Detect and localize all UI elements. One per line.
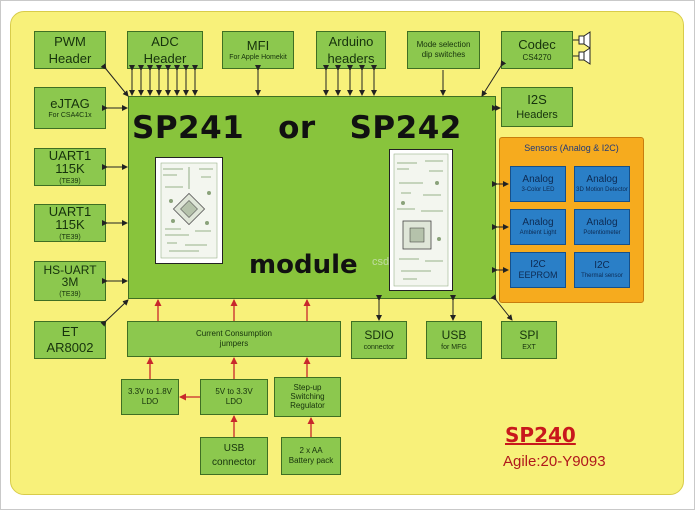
- uart1-title: UART1 115K: [48, 147, 92, 177]
- mfi-block: MFI For Apple Homekit: [222, 31, 294, 69]
- stepup-title: Step-up: [293, 382, 322, 392]
- sdio-sub: connector: [363, 343, 395, 351]
- codec-sub: CS4270: [522, 52, 552, 62]
- pwm-title: PWM: [54, 33, 86, 49]
- sensors-panel: Sensors (Analog & I2C) Analog 3-Color LE…: [499, 137, 644, 303]
- pwm-arrow: [100, 63, 129, 97]
- sensor-label: I2C: [594, 260, 610, 272]
- dip-sub: dip switches: [421, 49, 466, 59]
- i2s-sub: Headers: [516, 108, 558, 121]
- sensor-label: Analog: [522, 217, 554, 229]
- arduino-sub: headers: [327, 50, 375, 66]
- sensor-ambient-light: Analog Ambient Light: [510, 209, 566, 245]
- current-title: Current Consumption: [195, 328, 273, 338]
- module-title: SP241 or SP242: [132, 110, 462, 146]
- board-name: SP240: [505, 423, 576, 447]
- sdio-title: SDIO: [364, 328, 394, 343]
- usb-conn-sub: connector: [212, 456, 256, 468]
- sensor-eeprom: I2C EEPROM: [510, 252, 566, 288]
- arduino-title: Arduino: [328, 33, 374, 49]
- et-arrow: [100, 299, 129, 327]
- speaker-icon: [573, 39, 579, 57]
- usb-mfg-block: USB for MFG: [426, 321, 482, 359]
- codec-arrow: [481, 60, 507, 97]
- speaker-icon: [578, 31, 591, 49]
- sensor-desc: Thermal sensor: [581, 272, 623, 279]
- hsuart-sub: (TE39): [59, 290, 81, 298]
- sensor-potentiometer: Analog Potentiometer: [574, 209, 630, 245]
- sensor-label: Analog: [522, 174, 554, 186]
- module-label: module: [249, 250, 358, 280]
- ejtag-title: eJTAG: [50, 95, 90, 111]
- ejtag-sub: For CSA4C1x: [48, 112, 92, 120]
- adc-sub: Header: [143, 50, 187, 66]
- spi-sub: EXT: [522, 343, 536, 351]
- ldo-1v8-block: 3.3V to 1.8V LDO: [121, 379, 179, 415]
- i2s-headers-block: I2S Headers: [501, 87, 573, 127]
- uart2-title: UART1 115K: [48, 203, 92, 233]
- sensor-3d-motion: Analog 3D Motion Detector: [574, 166, 630, 202]
- battery-title: 2 x AA: [299, 446, 323, 456]
- adc-title: ADC: [151, 33, 179, 49]
- codec-block: Codec CS4270: [501, 31, 573, 69]
- et-sub: AR8002: [46, 340, 94, 355]
- spi-title: SPI: [519, 328, 539, 343]
- step-up-regulator-block: Step-up Switching Regulator: [274, 377, 341, 417]
- sensor-3color-led: Analog 3-Color LED: [510, 166, 566, 202]
- dip-switches-block: Mode selection dip switches: [407, 31, 480, 69]
- codec-title: Codec: [518, 36, 556, 52]
- dip-title: Mode selection: [416, 40, 471, 50]
- mfi-sub: For Apple Homekit: [229, 54, 287, 62]
- sensor-desc: EEPROM: [518, 270, 558, 281]
- hs-uart-block: HS-UART 3M (TE39): [34, 261, 106, 301]
- usb-mfg-title: USB: [441, 328, 467, 343]
- current-sub: jumpers: [219, 339, 249, 348]
- sp242-board-image: [389, 149, 453, 291]
- uart1-sub: (TE39): [59, 177, 81, 185]
- sensor-label: Analog: [586, 217, 618, 229]
- ldo1-title: 3.3V to 1.8V: [127, 387, 173, 397]
- spi-arrow: [490, 294, 513, 321]
- i2s-title: I2S: [527, 91, 547, 107]
- stepup-sub: Switching Regulator: [290, 392, 325, 410]
- uart2-sub: (TE39): [59, 233, 81, 241]
- speaker-icon: [578, 47, 591, 65]
- sensor-label: I2C: [530, 258, 546, 270]
- uart1-block: UART1 115K (TE39): [34, 148, 106, 186]
- sensor-desc: Potentiometer: [583, 229, 621, 236]
- ldo-3v3-block: 5V to 3.3V LDO: [200, 379, 268, 415]
- sensor-desc: 3D Motion Detector: [576, 186, 628, 193]
- mfi-title: MFI: [246, 37, 270, 53]
- ldo2-sub: LDO: [225, 396, 243, 406]
- ejtag-block: eJTAG For CSA4C1x: [34, 87, 106, 129]
- sensors-title: Sensors (Analog & I2C): [524, 143, 619, 153]
- et-title: ET: [61, 324, 79, 340]
- uart2-block: UART1 115K (TE39): [34, 204, 106, 242]
- sensor-label: Analog: [586, 174, 618, 186]
- pwm-sub: Header: [48, 50, 92, 66]
- sdio-connector-block: SDIO connector: [351, 321, 407, 359]
- usb-mfg-sub: for MFG: [441, 343, 467, 351]
- current-consumption-block: Current Consumption jumpers: [127, 321, 341, 357]
- sensor-thermal: I2C Thermal sensor: [574, 252, 630, 288]
- battery-pack-block: 2 x AA Battery pack: [281, 437, 341, 475]
- sp241-sp242-module: SP241 or SP242 module csdn.net/: [128, 96, 496, 299]
- ldo2-title: 5V to 3.3V: [215, 387, 253, 397]
- sensor-desc: 3-Color LED: [521, 186, 555, 193]
- arduino-headers-block: Arduino headers: [316, 31, 386, 69]
- battery-sub: Battery pack: [288, 455, 334, 465]
- usb-connector-block: USB connector: [200, 437, 268, 475]
- ldo1-sub: LDO: [141, 396, 159, 406]
- sensor-desc: Ambient Light: [519, 229, 557, 236]
- spi-block: SPI EXT: [501, 321, 557, 359]
- sp241-board-image: [155, 157, 223, 264]
- hsuart-title: HS-UART 3M: [43, 262, 97, 290]
- agile-number: Agile:20-Y9093: [503, 453, 606, 470]
- usb-conn-title: USB: [223, 443, 245, 454]
- et-block: ET AR8002: [34, 321, 106, 359]
- pwm-header-block: PWM Header: [34, 31, 106, 69]
